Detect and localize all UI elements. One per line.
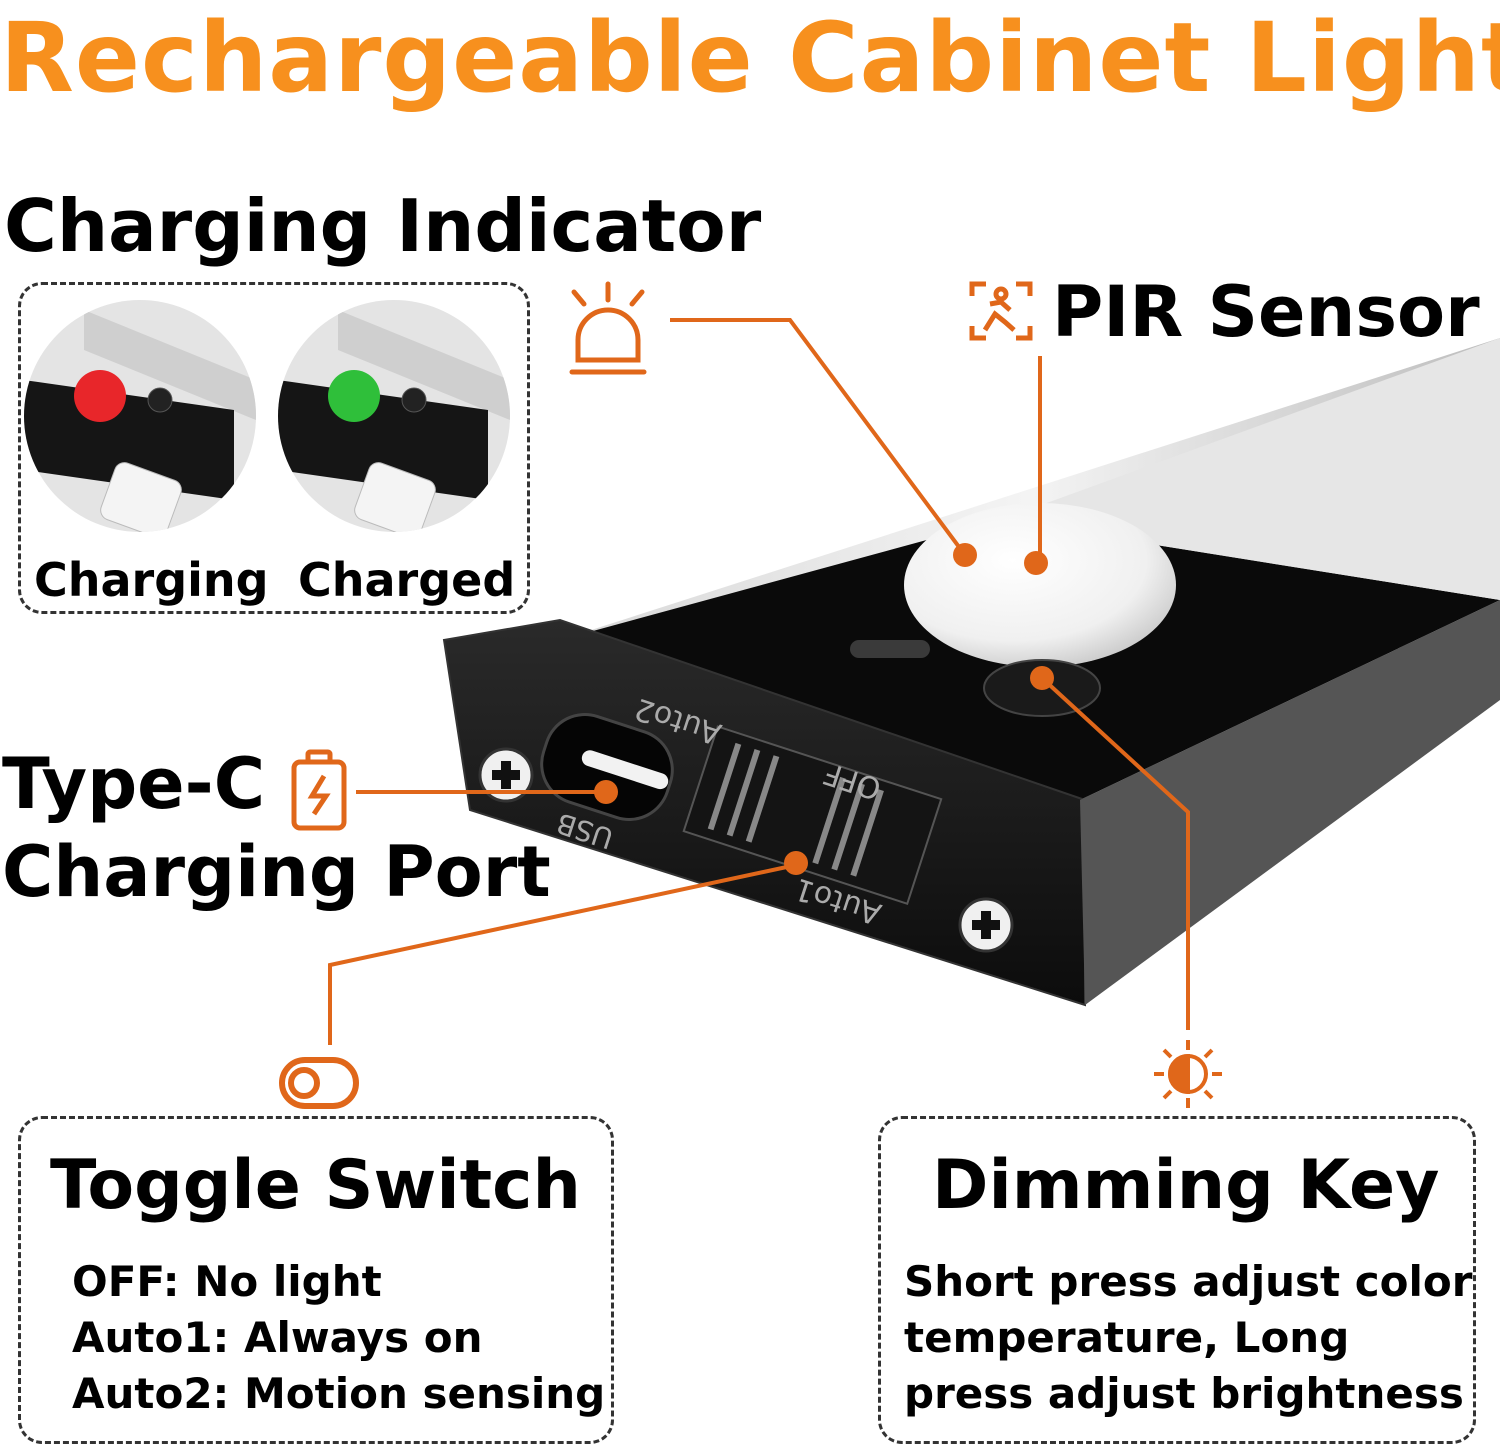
toggle-line-off: OFF: No light xyxy=(72,1257,382,1306)
toggle-switch-box xyxy=(18,1116,614,1444)
type-c-heading: Type-C xyxy=(2,743,266,825)
charged-thumbnail xyxy=(278,300,510,532)
charging-indicator-box xyxy=(18,282,530,614)
dimming-key-heading: Dimming Key xyxy=(932,1146,1440,1225)
pir-sensor-heading: PIR Sensor xyxy=(1052,271,1480,353)
dimming-line-2: temperature, Long xyxy=(904,1313,1350,1362)
charging-thumbnail xyxy=(24,300,256,532)
screw-right xyxy=(958,897,1014,953)
charging-port-heading: Charging Port xyxy=(2,831,551,913)
screw-left xyxy=(478,747,534,803)
toggle-line-auto1: Auto1: Always on xyxy=(72,1313,483,1362)
charging-label: Charging xyxy=(34,553,269,607)
page-title: Rechargeable Cabinet Light xyxy=(0,2,1500,114)
charging-indicator-heading: Charging Indicator xyxy=(4,184,762,268)
charging-led xyxy=(74,370,126,422)
toggle-line-auto2: Auto2: Motion sensing xyxy=(72,1369,606,1418)
dimming-line-3: press adjust brightness xyxy=(904,1369,1464,1418)
callout-charging-indicator xyxy=(670,318,967,557)
charged-label: Charged xyxy=(298,553,516,607)
pir-dome xyxy=(904,503,1176,667)
callout-toggle xyxy=(328,863,797,1045)
end-cap-side xyxy=(1080,600,1500,1005)
dimming-key-box xyxy=(878,1116,1476,1444)
callout-dimming xyxy=(1040,676,1190,1030)
toggle-switch-heading: Toggle Switch xyxy=(50,1146,581,1225)
charged-led xyxy=(328,370,380,422)
dimming-line-1: Short press adjust color xyxy=(904,1257,1473,1306)
